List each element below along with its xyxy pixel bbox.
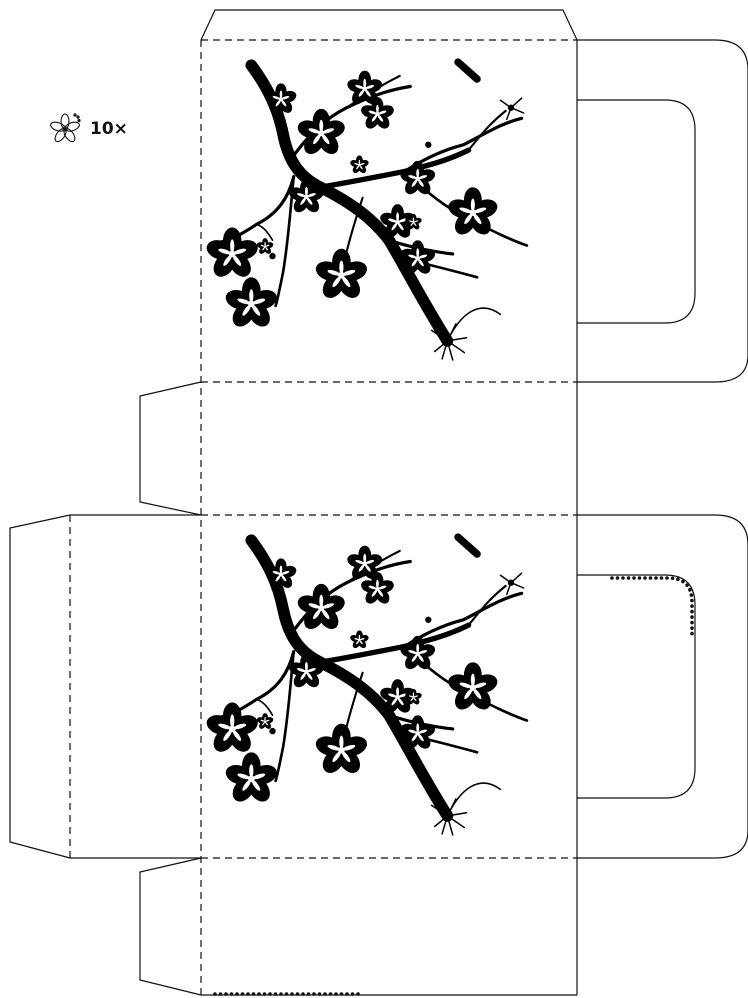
flower-outline-icon [50,113,81,143]
right-panel-lower [577,514,748,859]
right-panel-lower-window [577,574,696,799]
left-flap-upper [139,381,202,516]
legend-count: 10× [90,119,128,139]
legend: 10× [48,112,128,146]
top-tuck-flap [200,9,578,41]
left-flap-lower [139,857,202,996]
right-panel-upper-window [577,99,696,324]
blossom-branch-artwork-bottom [204,537,527,835]
dotted-corner-mark [610,576,694,640]
left-side-panel [9,514,201,859]
blossom-branch-artwork-top [204,62,527,360]
right-panel-upper [577,39,748,383]
